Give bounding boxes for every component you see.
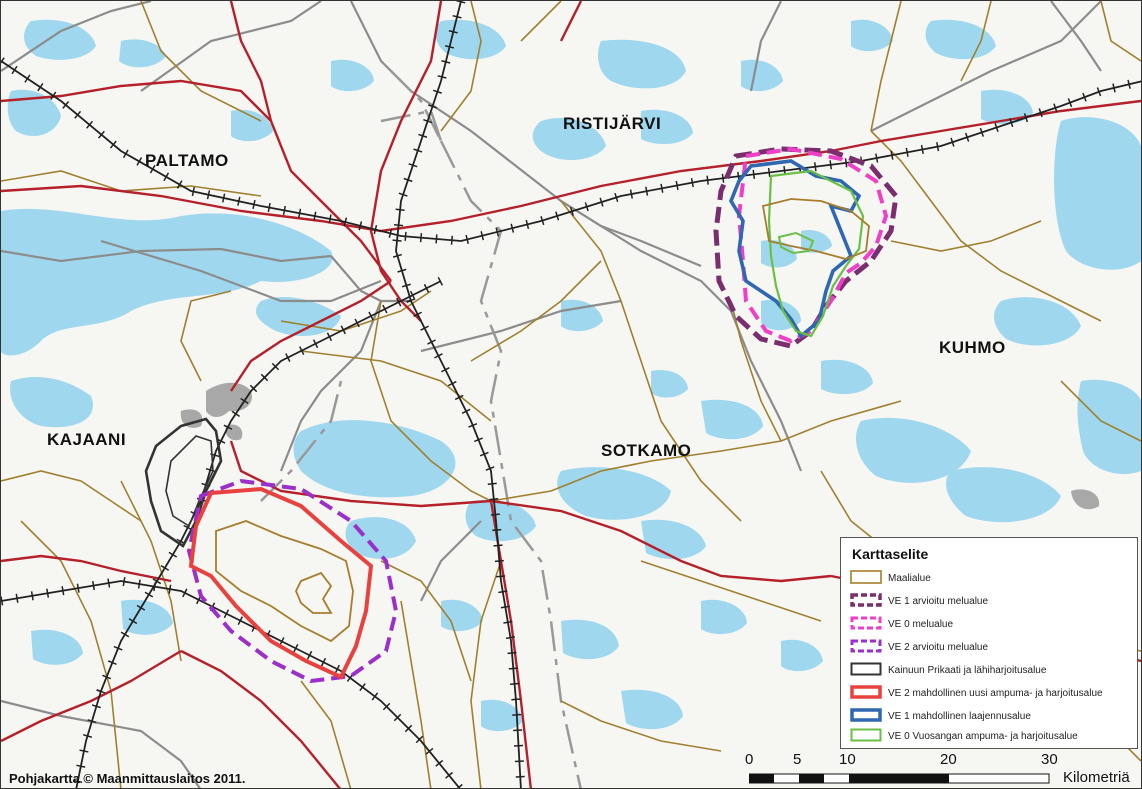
place-paltamo: PALTAMO <box>145 151 229 170</box>
ve1-target-area-inner <box>777 231 815 255</box>
scale-tick-20: 20 <box>940 751 957 768</box>
place-ristijarvi: RISTIJÄRVI <box>563 114 662 133</box>
legend-item: VE 2 mahdollinen uusi ampuma- ja harjoit… <box>850 685 1135 705</box>
legend-symbol-ve0-area <box>850 728 882 742</box>
legend-item: VE 0 Vuosangan ampuma- ja harjoitusalue <box>850 728 1135 748</box>
legend-symbol-ve1-area <box>850 708 882 722</box>
ve2-target-area <box>215 520 354 643</box>
legend-title: Karttaselite <box>852 546 929 562</box>
map-legend: Karttaselite Maalialue VE 1 arvioitu mel… <box>840 537 1138 749</box>
scale-unit: Kilometriä <box>1063 769 1130 786</box>
scale-tick-10: 10 <box>839 751 856 768</box>
legend-label: VE 0 melualue <box>888 619 954 630</box>
legend-symbol-ve2-noise <box>850 639 882 653</box>
ve0-vuosanka-area <box>767 169 865 338</box>
legend-label: Maalialue <box>888 573 931 584</box>
legend-symbol-ve0-noise <box>850 616 882 630</box>
scale-tick-5: 5 <box>793 751 802 768</box>
legend-label: VE 1 mahdollinen laajennusalue <box>888 711 1031 722</box>
scale-tick-30: 30 <box>1041 751 1058 768</box>
legend-item: VE 1 arvioitu melualue <box>850 593 1135 613</box>
legend-item: VE 2 arvioitu melualue <box>850 639 1135 659</box>
legend-symbol-ve2-area <box>850 685 882 699</box>
legend-label: VE 2 arvioitu melualue <box>888 642 989 653</box>
legend-label: VE 1 arvioitu melualue <box>888 596 989 607</box>
ve2-noise-zone <box>186 478 399 684</box>
place-sotkamo: SOTKAMO <box>601 441 692 460</box>
scale-tick-0: 0 <box>745 751 754 768</box>
legend-item: VE 1 mahdollinen laajennusalue <box>850 708 1135 728</box>
legend-label: VE 0 Vuosangan ampuma- ja harjoitusalue <box>888 731 1078 742</box>
copyright-note: Pohjakartta © Maanmittauslaitos 2011. <box>9 771 246 786</box>
legend-label: Kainuun Prikaati ja lähiharjoitusalue <box>888 665 1047 676</box>
ve2-new-area <box>188 486 374 680</box>
urban-layer <box>180 382 1100 510</box>
kainuun-prikaati-area <box>144 417 223 548</box>
legend-symbol-ve1-noise <box>850 593 882 607</box>
boundary-dashdot-layer <box>260 70 582 788</box>
legend-symbol-kainuun-prikaati <box>850 662 882 676</box>
ve1-target-area <box>761 198 870 260</box>
ve1-expansion-area <box>728 159 862 339</box>
water-layer <box>1 19 1141 732</box>
ve0-noise-zone <box>736 146 889 344</box>
legend-item: Kainuun Prikaati ja lähiharjoitusalue <box>850 662 1135 682</box>
scale-bar <box>749 773 1050 784</box>
legend-item: VE 0 melualue <box>850 616 1135 636</box>
place-kuhmo: KUHMO <box>939 338 1006 357</box>
ve2-target-area-inner <box>295 571 333 614</box>
legend-label: VE 2 mahdollinen uusi ampuma- ja harjoit… <box>888 688 1103 699</box>
legend-item: Maalialue <box>850 570 1135 590</box>
kainuun-prikaati-area-inner <box>165 435 214 528</box>
place-kajaani: KAJAANI <box>47 430 127 449</box>
legend-symbol-maalialue <box>850 570 882 584</box>
